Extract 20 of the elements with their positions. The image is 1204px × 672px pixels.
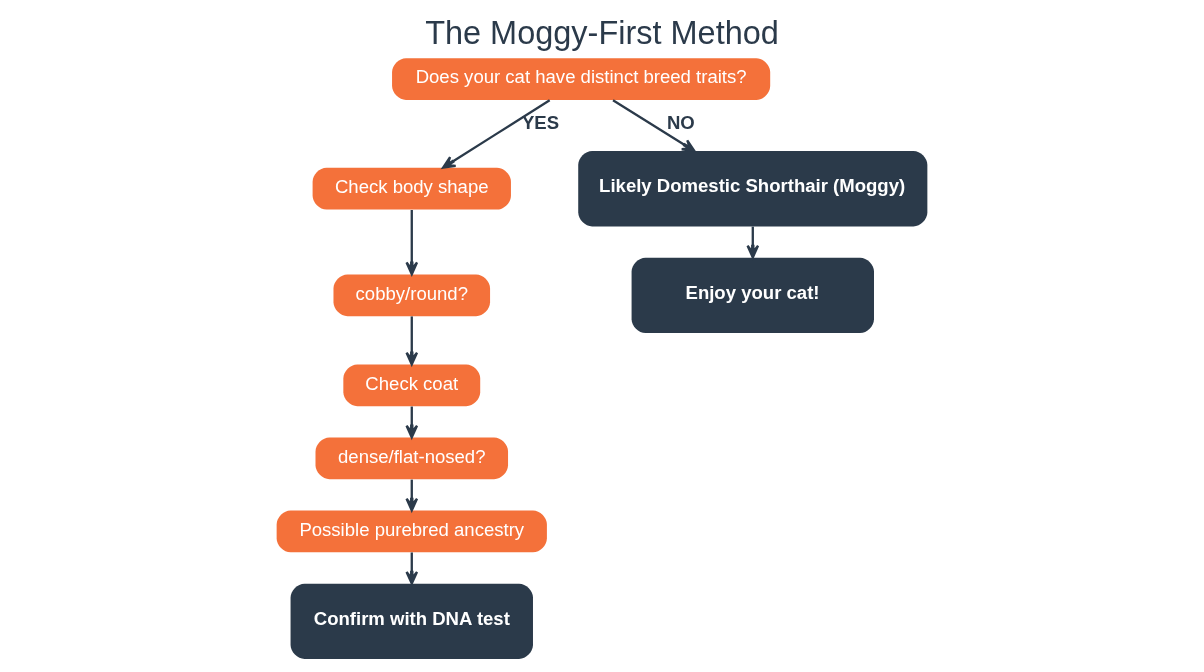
arrow (405, 316, 419, 366)
node-box: Confirm with DNA test (290, 583, 533, 660)
node-box: Does your cat have distinct breed traits? (392, 58, 771, 100)
node-box: Check coat (343, 364, 481, 407)
arrow (612, 99, 696, 153)
diagram-title: The Moggy-First Method (425, 14, 779, 51)
arrow (746, 226, 760, 259)
node-box: Likely Domestic Shorthair (Moggy) (578, 151, 928, 227)
edge-label: NO (666, 111, 695, 133)
arrow (405, 209, 419, 276)
arrow (441, 99, 551, 169)
node-box: dense/flat-nosed? (315, 437, 509, 480)
node-box: Possible purebred ancestry (276, 510, 547, 553)
arrow (405, 552, 419, 585)
node-box: cobby/round? (333, 274, 491, 317)
edge-label: YES (521, 111, 560, 133)
arrow (405, 406, 419, 439)
node-box: Check body shape (312, 167, 511, 210)
arrow (405, 479, 419, 512)
node-box: Enjoy your cat! (631, 257, 874, 334)
